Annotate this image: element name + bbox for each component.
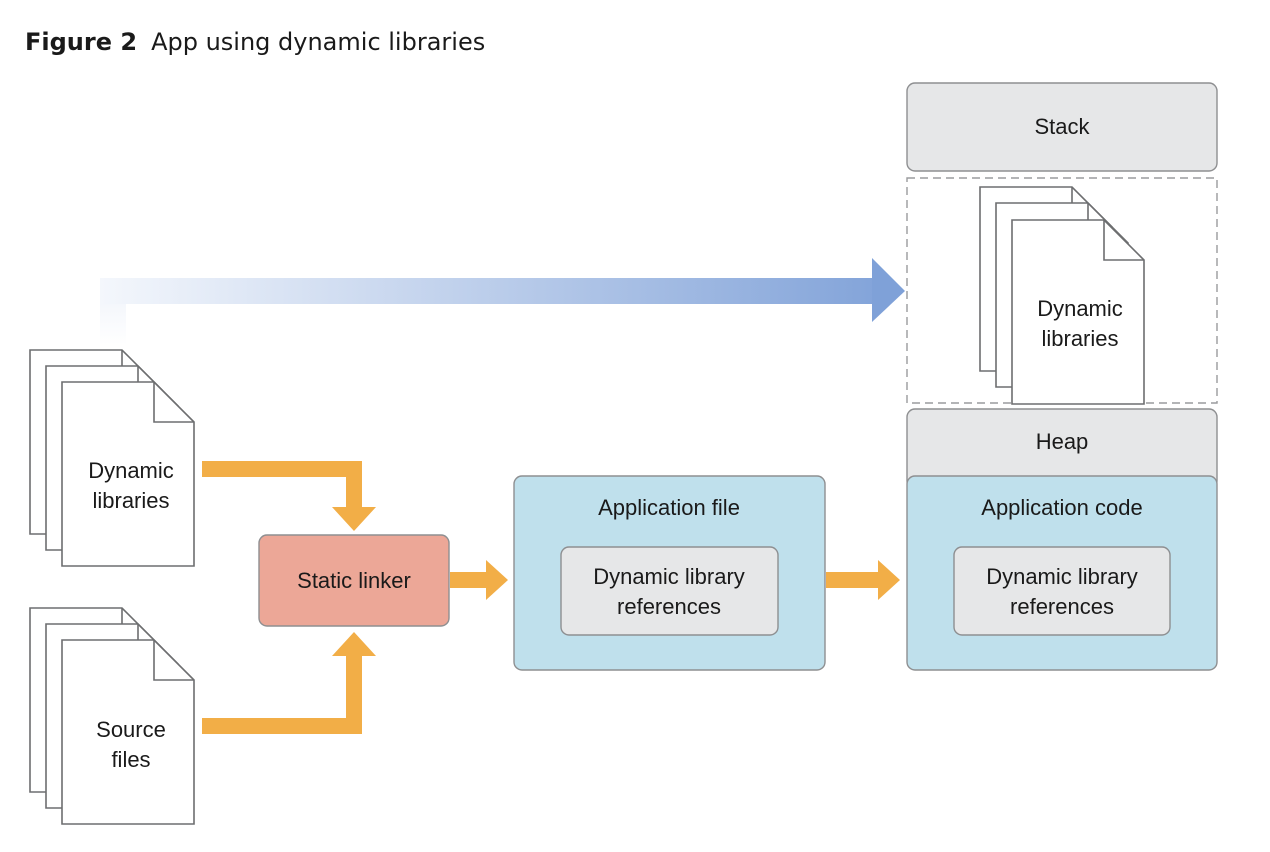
application-file-title: Application file	[598, 495, 740, 520]
figure-title: Figure 2 App using dynamic libraries	[25, 28, 485, 56]
appcode-references-box	[953, 546, 1171, 636]
input-source-label-2: files	[111, 747, 150, 772]
appcode-ref-line-1: Dynamic library	[986, 564, 1138, 589]
input-source-files: Source files	[29, 607, 195, 825]
input-dynlib-label-2: libraries	[92, 488, 169, 513]
appfile-ref-line-2: references	[617, 594, 721, 619]
heap-label: Heap	[1036, 429, 1089, 454]
figure-number: Figure 2	[25, 28, 138, 56]
appcode-ref-line-2: references	[1010, 594, 1114, 619]
arrow-source-to-linker	[202, 632, 376, 734]
input-dynamic-libraries: Dynamic libraries	[29, 349, 195, 567]
input-source-label-1: Source	[96, 717, 166, 742]
static-linker-box: Static linker	[258, 534, 450, 627]
arrow-dynlib-to-linker	[202, 461, 376, 531]
load-arrow	[100, 258, 905, 348]
application-code-title: Application code	[981, 495, 1142, 520]
input-dynlib-label-1: Dynamic	[88, 458, 174, 483]
figure-caption: App using dynamic libraries	[151, 28, 486, 56]
memory-dynlib-label-1: Dynamic	[1037, 296, 1123, 321]
arrow-linker-to-appfile	[450, 560, 508, 600]
stack-box	[906, 82, 1218, 172]
appfile-ref-line-1: Dynamic library	[593, 564, 745, 589]
arrow-appfile-to-appcode	[826, 560, 900, 600]
memory-layout: Stack Dynamic libraries Heap Application…	[906, 82, 1218, 671]
memory-dynlib-label-2: libraries	[1041, 326, 1118, 351]
application-file-box: Application file Dynamic library referen…	[513, 475, 826, 671]
static-linker-label: Static linker	[297, 568, 411, 593]
link-arrows	[202, 461, 900, 734]
stack-label: Stack	[1034, 114, 1090, 139]
appfile-references-box	[560, 546, 779, 636]
